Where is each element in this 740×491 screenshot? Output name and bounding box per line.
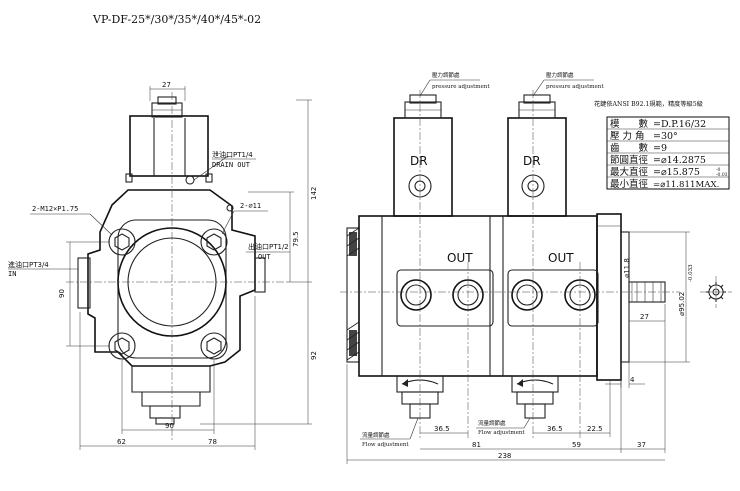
dim-90-vertical: 90 [58,289,66,298]
dim-78: 78 [208,438,217,446]
flow-adjuster-front [149,405,181,419]
dim-pilot-tol: -0.033 [688,264,694,282]
outlet-label-cn: 出油口PT1/2 [248,242,289,251]
dim-27-shaft: 27 [640,313,649,321]
dim-36-5-right: 36.5 [547,425,563,433]
side-view: DR DR OUT OUT [340,71,732,464]
spline-row-5-label: 最大直徑 [610,166,649,178]
spline-spec-table: 花鍵依ANSI B92.1規範，精度等級5級 模 數 =D.P.16/32 壓 … [594,100,730,190]
flow-adjuster-right [524,403,546,419]
dim-79-5: 79.5 [292,231,300,247]
flow-adj-cn-left: 流量調節處 [362,431,390,439]
pressure-adj-cn-right: 壓力調節處 [546,71,574,79]
drawing-title: VP-DF-25*/30*/35*/40*/45*-02 [92,13,261,26]
drain-label-en: DRAIN OUT [212,161,251,169]
spline-row-6-value: =⌀11.811MAX. [653,180,719,190]
pressure-adj-cn-left: 壓力調節處 [432,71,460,79]
dim-37: 37 [637,441,646,449]
out-label-left: OUT [447,251,473,265]
dim-90-horizontal: 90 [165,422,174,430]
dim-22-5: 22.5 [587,425,603,433]
spline-row-4-value: =⌀14.2875 [653,155,706,166]
inlet-label-en: IN [8,270,16,278]
spline-row-6-label: 最小直徑 [610,178,649,190]
front-view: 27 142 79.5 92 90 90 62 78 泄油口PT1/4 DRAI… [8,81,318,450]
dim-59: 59 [572,441,581,449]
spline-row-2-value: =30° [653,131,678,142]
spline-row-1-label: 模 數 [610,118,649,130]
spline-table-heading: 花鍵依ANSI B92.1規範，精度等級5級 [594,100,703,108]
flow-adj-en-right: Flow adjustment [478,430,525,436]
dim-36-5-left: 36.5 [434,425,450,433]
dim-4: 4 [630,376,635,384]
pump-body-front [87,189,256,367]
pressure-adj-en-left: pressure adjustment [432,84,490,90]
spline-row-3-label: 齒 數 [610,142,649,154]
dim-shaft-dia: ⌀11.8 [623,258,631,278]
mount-thread-label: 2-M12×P1.75 [32,205,78,213]
spline-row-2-label: 壓 力 角 [610,130,645,142]
out-port-left-a [400,279,432,311]
spline-row-5-value: =⌀15.875 [653,167,700,178]
spline-max-tol-bottom: -0.03 [716,172,728,178]
spline-max-tol-top: -0 [716,167,721,173]
dim-27-front: 27 [162,81,171,89]
dim-81: 81 [472,441,481,449]
outlet-label-en: OUT [258,253,271,261]
dim-62: 62 [117,438,126,446]
dim-142: 142 [310,187,318,200]
spline-row-1-value: =D.P.16/32 [653,119,706,130]
dim-238: 238 [498,452,511,460]
flow-adj-en-left: Flow adjustment [362,442,409,448]
dim-92: 92 [310,351,318,360]
dr-label-left: DR [410,154,428,168]
dim-pilot-dia: ⌀95.02 [678,292,686,316]
flow-adj-cn-right: 流量調節處 [478,419,506,427]
out-port-right-a [511,279,543,311]
spline-row-4-label: 節圓直徑 [610,154,649,166]
hole-label: 2-⌀11 [240,202,261,210]
pressure-adj-en-right: pressure adjustment [546,84,604,90]
spline-row-3-value: =9 [653,143,667,154]
compensator-block [129,115,209,177]
out-label-right: OUT [548,251,574,265]
inlet-label-cn: 進油口PT3/4 [8,260,49,269]
drain-label-cn: 泄油口PT1/4 [212,150,253,159]
dr-label-right: DR [523,154,541,168]
